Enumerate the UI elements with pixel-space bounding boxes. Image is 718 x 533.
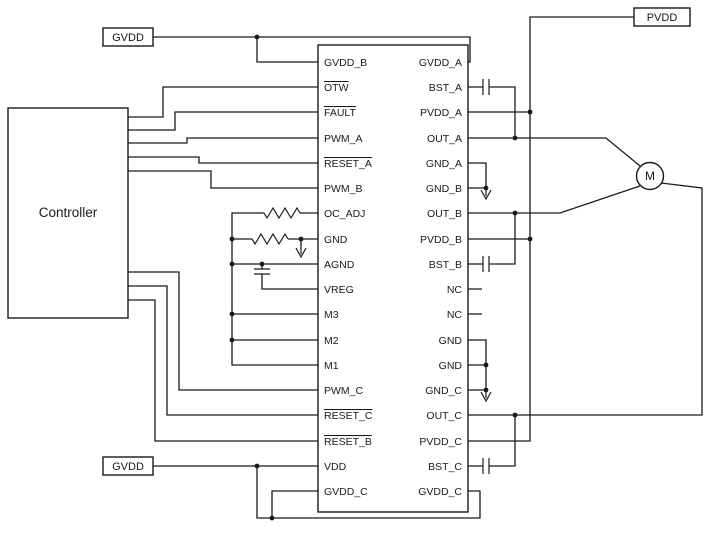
ic-pin-label: RESET_B [324,436,372,448]
junction-dot [527,236,533,242]
junction-dot [229,311,235,317]
junction-dot [483,362,489,368]
gvdd-top-label: GVDD [112,32,144,44]
ic-pin-label: BST_B [429,259,462,271]
ic-pin-label: OUT_C [426,410,462,422]
junction-dot [254,34,260,40]
ic-pin-label: GVDD_C [324,486,368,498]
motor-label: M [645,169,655,183]
ic-pin-label: FAULT [324,107,356,119]
ic-pin-label: GND [439,360,463,372]
ic-pin-label: GND_C [425,385,462,397]
junction-dot [512,135,518,141]
junction-dot [527,109,533,115]
ic-pin-label: AGND [324,259,355,271]
ic-pin-label: GND_A [426,158,462,170]
motor-symbol [635,161,665,191]
ic-pin-label: GVDD_B [324,57,367,69]
ic-pin-label: BST_A [429,82,462,94]
capacitor-plates [254,79,490,474]
ic-pin-label: PWM_B [324,183,363,195]
ic-pin-label: GVDD_C [418,486,462,498]
junction-dot [269,515,275,521]
ic-pin-label: NC [447,309,463,321]
wire-set [128,16,703,519]
controller-box [7,107,129,319]
ic-pin-label: RESET_C [324,410,373,422]
ic-pin-label: M1 [324,360,339,372]
ic-pin-label: RESET_A [324,158,372,170]
ic-pin-label: OC_ADJ [324,208,365,220]
junction-dot [512,210,518,216]
ic-pin-label: OTW [324,82,349,94]
gvdd-bottom-label: GVDD [112,461,144,473]
junction-dot [512,412,518,418]
controller-label: Controller [39,205,98,220]
ic-pin-label: GND [439,335,463,347]
ic-pin-label: OUT_A [427,133,462,145]
ic-pin-label: M3 [324,309,339,321]
resistor-gnd [251,232,289,246]
ic-pin-label: PVDD_B [420,234,462,246]
gvdd-top-label-box [102,27,154,47]
ic-pin-label: OUT_B [427,208,462,220]
ic-pin-label: GND [324,234,348,246]
ic-pin-label: BST_C [428,461,462,473]
junction-dot [483,185,489,191]
ic-pin-label: GND_B [426,183,462,195]
ic-pin-label: M2 [324,335,339,347]
junction-dot [298,236,304,242]
ic-pin-label: NC [447,284,463,296]
junction-dot [254,463,260,469]
ic-pin-label: VREG [324,284,354,296]
ic-pin-label: PVDD_C [419,436,462,448]
resistor-oc-adj [263,206,301,220]
ic-pin-label: VDD [324,461,347,473]
junction-dot [259,261,265,267]
ic-pin-label: GVDD_A [419,57,462,69]
junction-dots [229,34,533,521]
gvdd-bottom-label-box [102,456,154,476]
ground-symbol [295,245,307,258]
ic-pin-label: PVDD_A [420,107,462,119]
junction-dot [229,236,235,242]
junction-dot [229,261,235,267]
ic-pin-label: PWM_A [324,133,363,145]
ic-pin-label: PWM_C [324,385,364,397]
pvdd-label-box [633,7,691,27]
ic-body [317,44,469,513]
junction-dot [483,387,489,393]
pvdd-label: PVDD [647,12,678,24]
junction-dot [229,337,235,343]
